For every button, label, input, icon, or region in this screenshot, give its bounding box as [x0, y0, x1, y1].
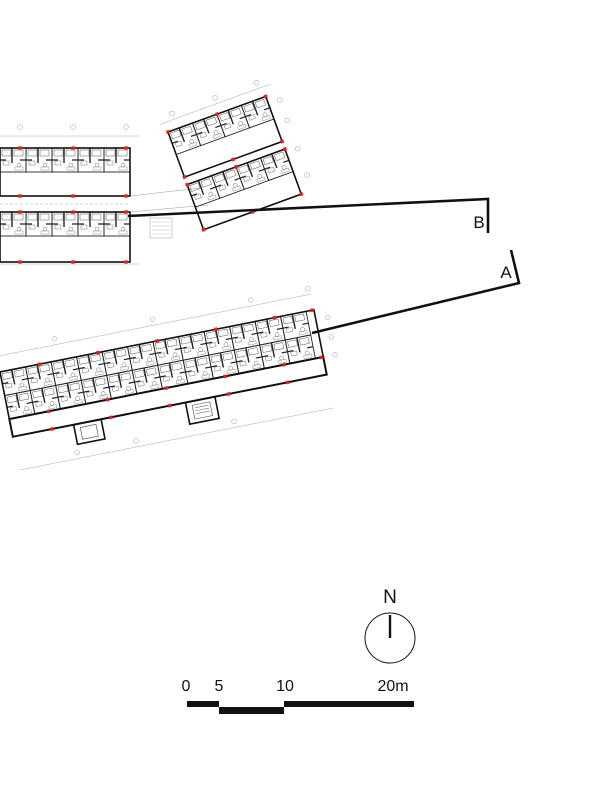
- section-line-a: [311, 249, 521, 335]
- rotated-block: [159, 79, 311, 232]
- grid-bubble: [17, 124, 129, 130]
- north-arrow-icon: [364, 612, 416, 664]
- scale-tick-0: 0: [182, 678, 191, 695]
- scale-tick-10: 10: [276, 678, 294, 695]
- north-label: N: [383, 587, 397, 608]
- section-label-b: B: [473, 213, 484, 232]
- scale-bar: [187, 701, 414, 714]
- upper-left-block: [0, 124, 209, 265]
- scale-tick-20m: 20m: [377, 678, 408, 695]
- section-line-b: [127, 197, 490, 233]
- scale-tick-5: 5: [215, 678, 224, 695]
- lower-block: [0, 285, 339, 471]
- section-label-a: A: [500, 263, 512, 282]
